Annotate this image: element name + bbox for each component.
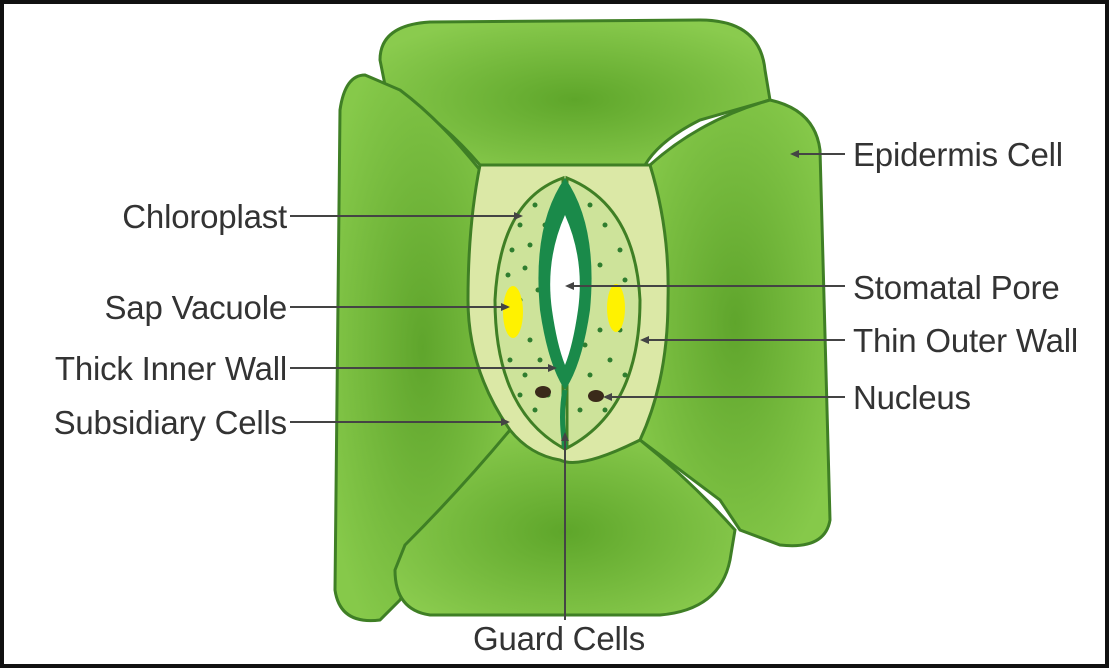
nucleus-left — [535, 386, 551, 398]
label-chloroplast: Chloroplast — [122, 200, 287, 233]
label-thin-outer-wall: Thin Outer Wall — [853, 324, 1078, 357]
label-thick-inner-wall: Thick Inner Wall — [55, 352, 287, 385]
sap-vacuole-left — [503, 286, 523, 338]
label-sap-vacuole: Sap Vacuole — [105, 291, 288, 324]
label-stomatal-pore: Stomatal Pore — [853, 271, 1060, 304]
nucleus-right — [588, 390, 604, 402]
label-subsidiary-cells: Subsidiary Cells — [54, 406, 287, 439]
label-nucleus: Nucleus — [853, 381, 971, 414]
label-guard-cells: Guard Cells — [473, 622, 645, 655]
label-epidermis-cell: Epidermis Cell — [853, 138, 1063, 171]
sap-vacuole-right — [607, 284, 625, 332]
